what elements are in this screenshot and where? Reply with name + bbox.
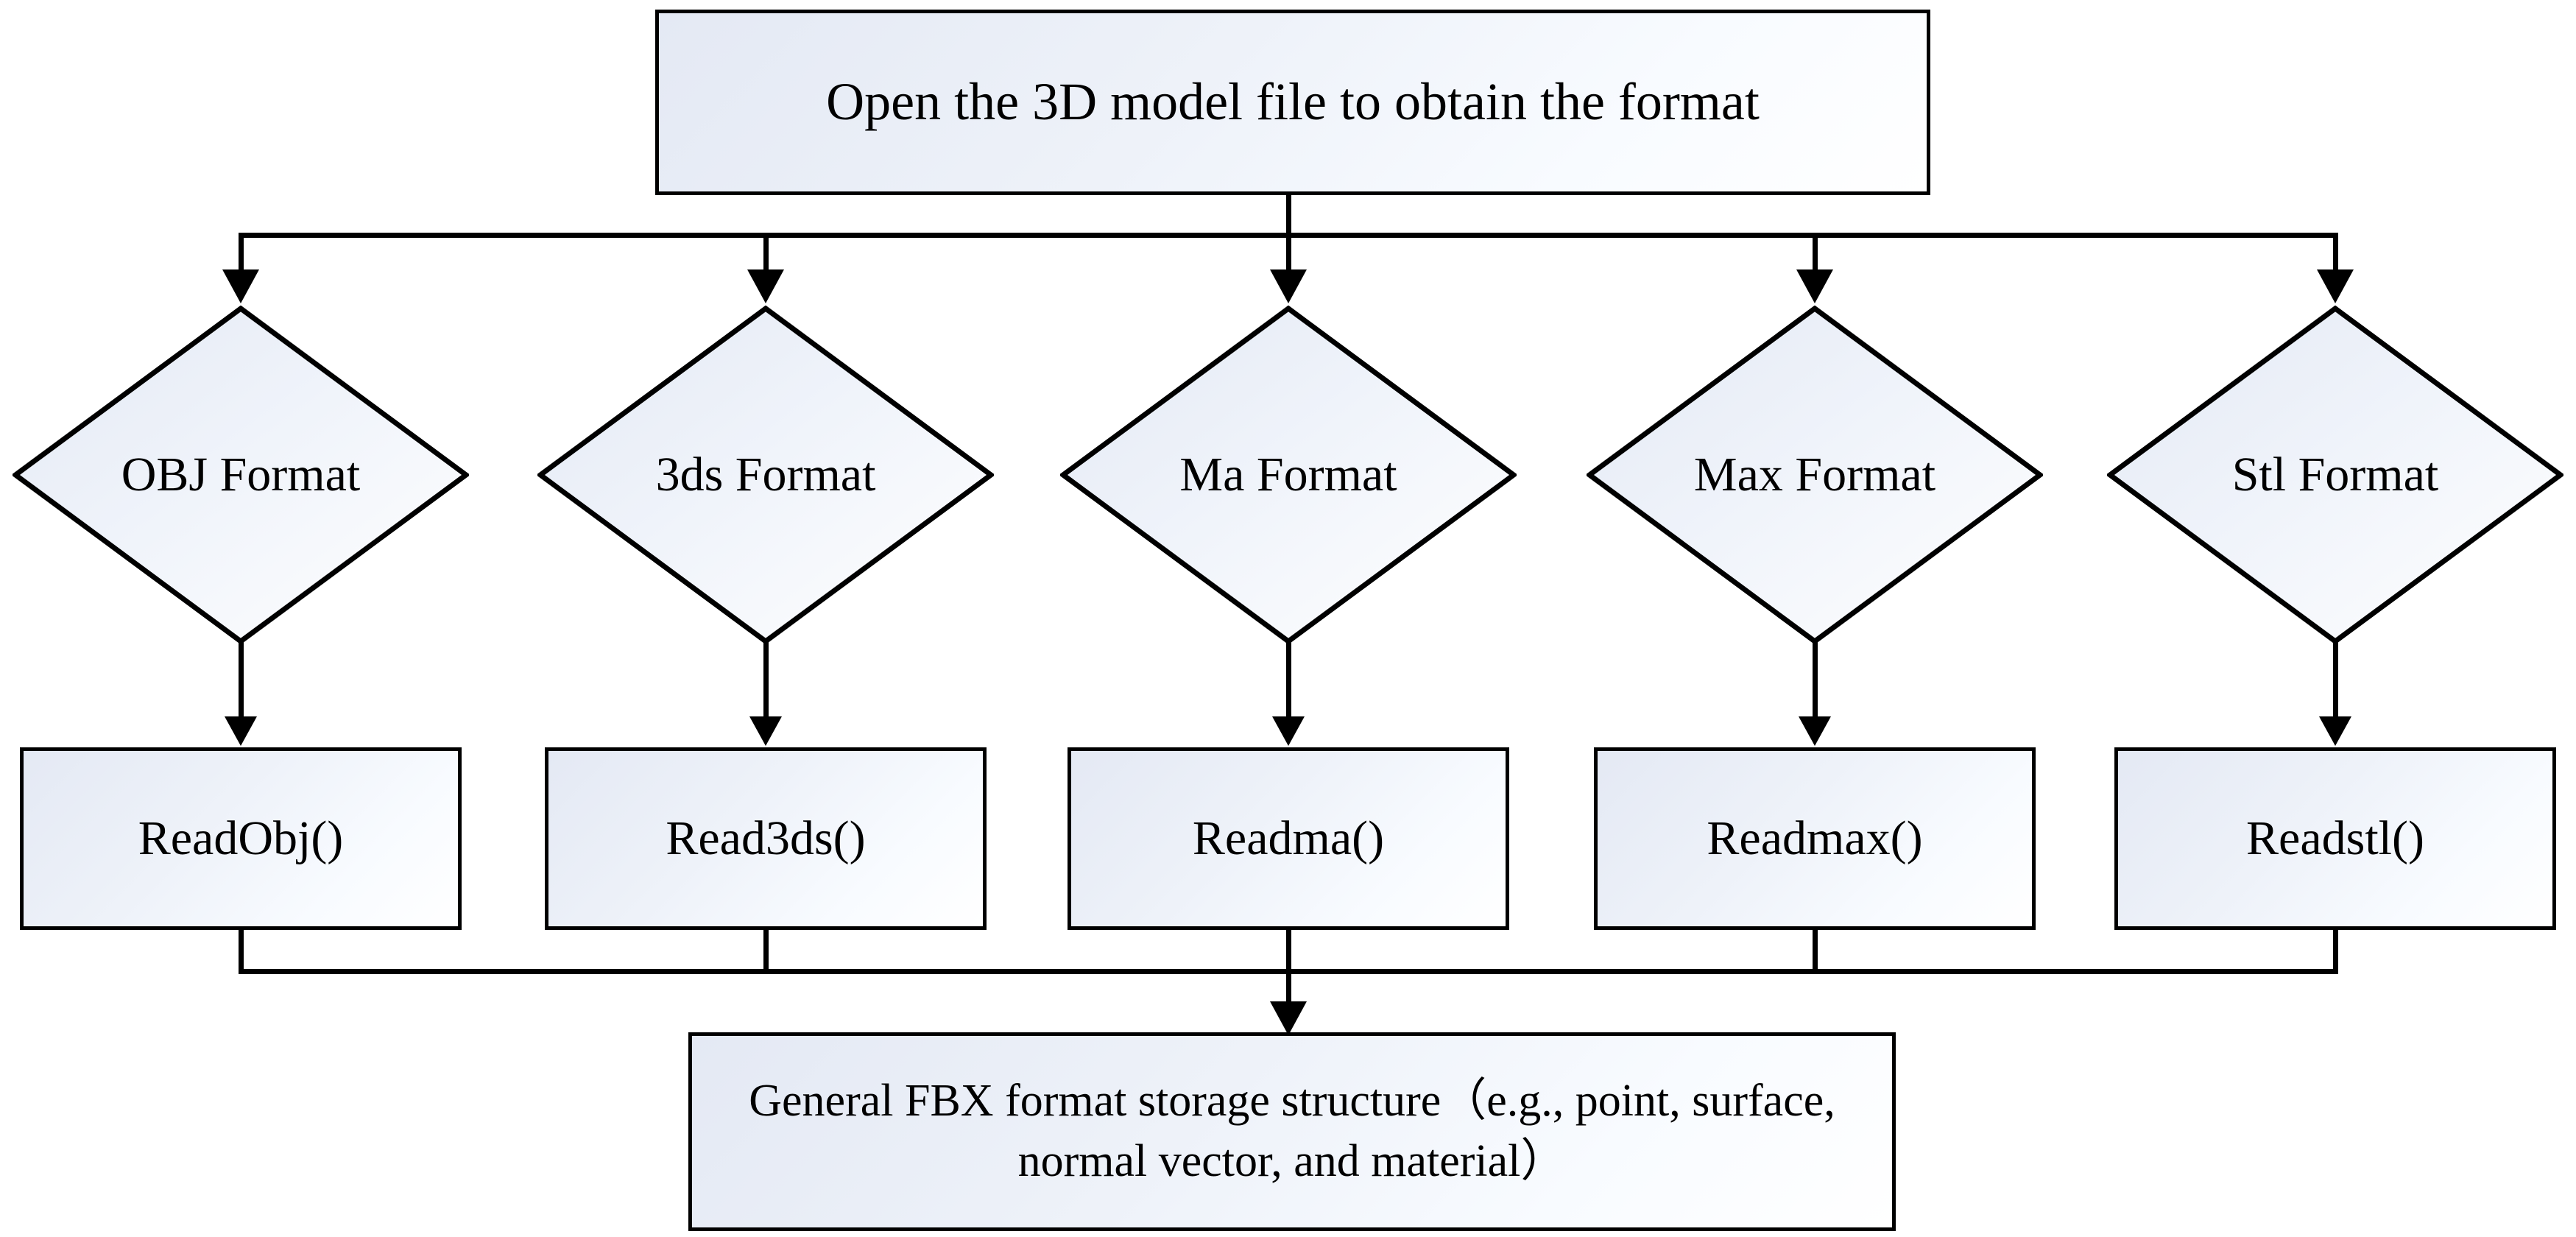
connector-max-to-readmax — [1813, 641, 1818, 718]
node-read-obj-label: ReadObj() — [138, 811, 344, 866]
arrowhead-to-readstl — [2319, 716, 2351, 746]
diamond-shape-obj — [13, 306, 469, 644]
node-read-obj[interactable]: ReadObj() — [20, 747, 462, 930]
node-read-max[interactable]: Readmax() — [1594, 747, 2036, 930]
connector-readstl-stem — [2333, 930, 2338, 974]
node-stl-format[interactable]: Stl Format — [2107, 306, 2563, 644]
node-open-file-label: Open the 3D model file to obtain the for… — [826, 72, 1760, 132]
node-read-ma-label: Readma() — [1192, 811, 1385, 866]
connector-ma-to-readma — [1286, 641, 1291, 718]
arrowhead-to-read3ds — [749, 716, 782, 746]
node-read-max-label: Readmax() — [1707, 811, 1923, 866]
node-open-file[interactable]: Open the 3D model file to obtain the for… — [655, 10, 1930, 195]
node-read-ma[interactable]: Readma() — [1068, 747, 1509, 930]
connector-open-file-stem — [1286, 195, 1291, 236]
connector-drop-max — [1813, 233, 1818, 272]
diamond-shape-max — [1587, 306, 2043, 644]
connector-drop-stl — [2333, 233, 2338, 272]
diamond-shape-ma — [1060, 306, 1517, 644]
connector-3ds-to-read3ds — [763, 641, 769, 718]
connector-drop-3ds — [763, 233, 769, 272]
arrowhead-to-readmax — [1799, 716, 1831, 746]
arrowhead-to-stl — [2317, 269, 2354, 303]
connector-obj-to-readobj — [239, 641, 244, 718]
connector-drop-obj — [239, 233, 244, 272]
node-3ds-format[interactable]: 3ds Format — [537, 306, 994, 644]
node-read-stl[interactable]: Readstl() — [2114, 747, 2556, 930]
connector-readobj-stem — [239, 930, 244, 974]
node-fbx-structure-label: General FBX format storage structure（e.g… — [749, 1076, 1835, 1186]
arrowhead-to-readobj — [225, 716, 257, 746]
arrowhead-to-ma — [1270, 269, 1307, 303]
arrowhead-to-readma — [1272, 716, 1305, 746]
connector-read3ds-stem — [763, 930, 769, 974]
node-fbx-structure[interactable]: General FBX format storage structure（e.g… — [688, 1032, 1896, 1231]
arrowhead-to-result — [1270, 1001, 1307, 1035]
node-obj-format[interactable]: OBJ Format — [13, 306, 469, 644]
connector-drop-ma — [1286, 233, 1291, 272]
node-read-3ds-label: Read3ds() — [666, 811, 866, 866]
arrowhead-to-max — [1796, 269, 1833, 303]
connector-merge-to-result — [1286, 969, 1291, 1004]
connector-stl-to-readstl — [2333, 641, 2338, 718]
arrowhead-to-3ds — [747, 269, 784, 303]
node-max-format[interactable]: Max Format — [1587, 306, 2043, 644]
diamond-shape-3ds — [537, 306, 994, 644]
connector-readma-stem — [1286, 930, 1291, 974]
node-ma-format[interactable]: Ma Format — [1060, 306, 1517, 644]
arrowhead-to-obj — [222, 269, 259, 303]
connector-readmax-stem — [1813, 930, 1818, 974]
node-read-stl-label: Readstl() — [2246, 811, 2424, 866]
node-read-3ds[interactable]: Read3ds() — [545, 747, 987, 930]
diamond-shape-stl — [2107, 306, 2563, 644]
